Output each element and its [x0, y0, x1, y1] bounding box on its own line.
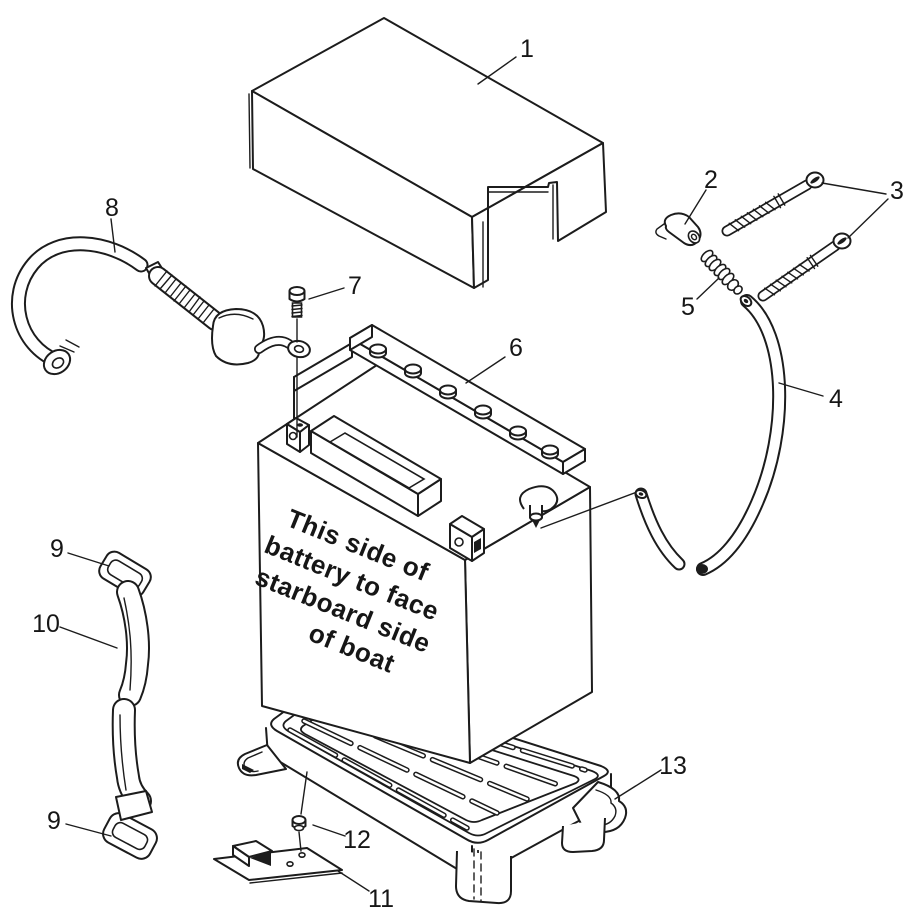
vent-hose-drawing — [540, 294, 787, 576]
callout-5: 5 — [681, 293, 695, 321]
battery-drawing: This side of battery to face starboard s… — [251, 324, 593, 764]
callout-3: 3 — [890, 177, 904, 205]
callout-4: 4 — [829, 385, 843, 413]
bracket-drawing — [213, 840, 343, 884]
terminal-boot-drawing — [655, 212, 702, 247]
spring-drawing — [700, 249, 743, 295]
callout-8: 8 — [105, 194, 119, 222]
screw-threads — [764, 254, 819, 296]
callout-11: 11 — [368, 885, 394, 913]
cable-boot-ribs — [154, 270, 215, 324]
callout-1: 1 — [520, 35, 534, 63]
screw-threads — [728, 193, 786, 232]
bracket-bolt-drawing — [291, 771, 308, 852]
callout-2: 2 — [704, 166, 718, 194]
terminal-bolt-drawing — [288, 286, 306, 438]
callout-6: 6 — [509, 334, 523, 362]
strap-hook-bottom — [102, 812, 158, 860]
callout-12: 12 — [343, 826, 371, 854]
callout-9-top: 9 — [50, 535, 64, 563]
strap-drawing — [98, 550, 158, 860]
callout-leader-lines — [59, 56, 889, 892]
battery-cover-drawing — [248, 17, 607, 289]
callout-labels: 1 2 3 4 5 6 7 8 9 10 9 12 11 13 — [32, 35, 904, 913]
callout-13: 13 — [659, 752, 687, 780]
callout-10: 10 — [32, 610, 60, 638]
callout-9-bottom: 9 — [47, 807, 61, 835]
battery-cable-drawing — [11, 236, 311, 376]
callout-7: 7 — [348, 272, 362, 300]
screws-drawing — [721, 171, 852, 302]
battery-cell-caps — [369, 343, 559, 460]
